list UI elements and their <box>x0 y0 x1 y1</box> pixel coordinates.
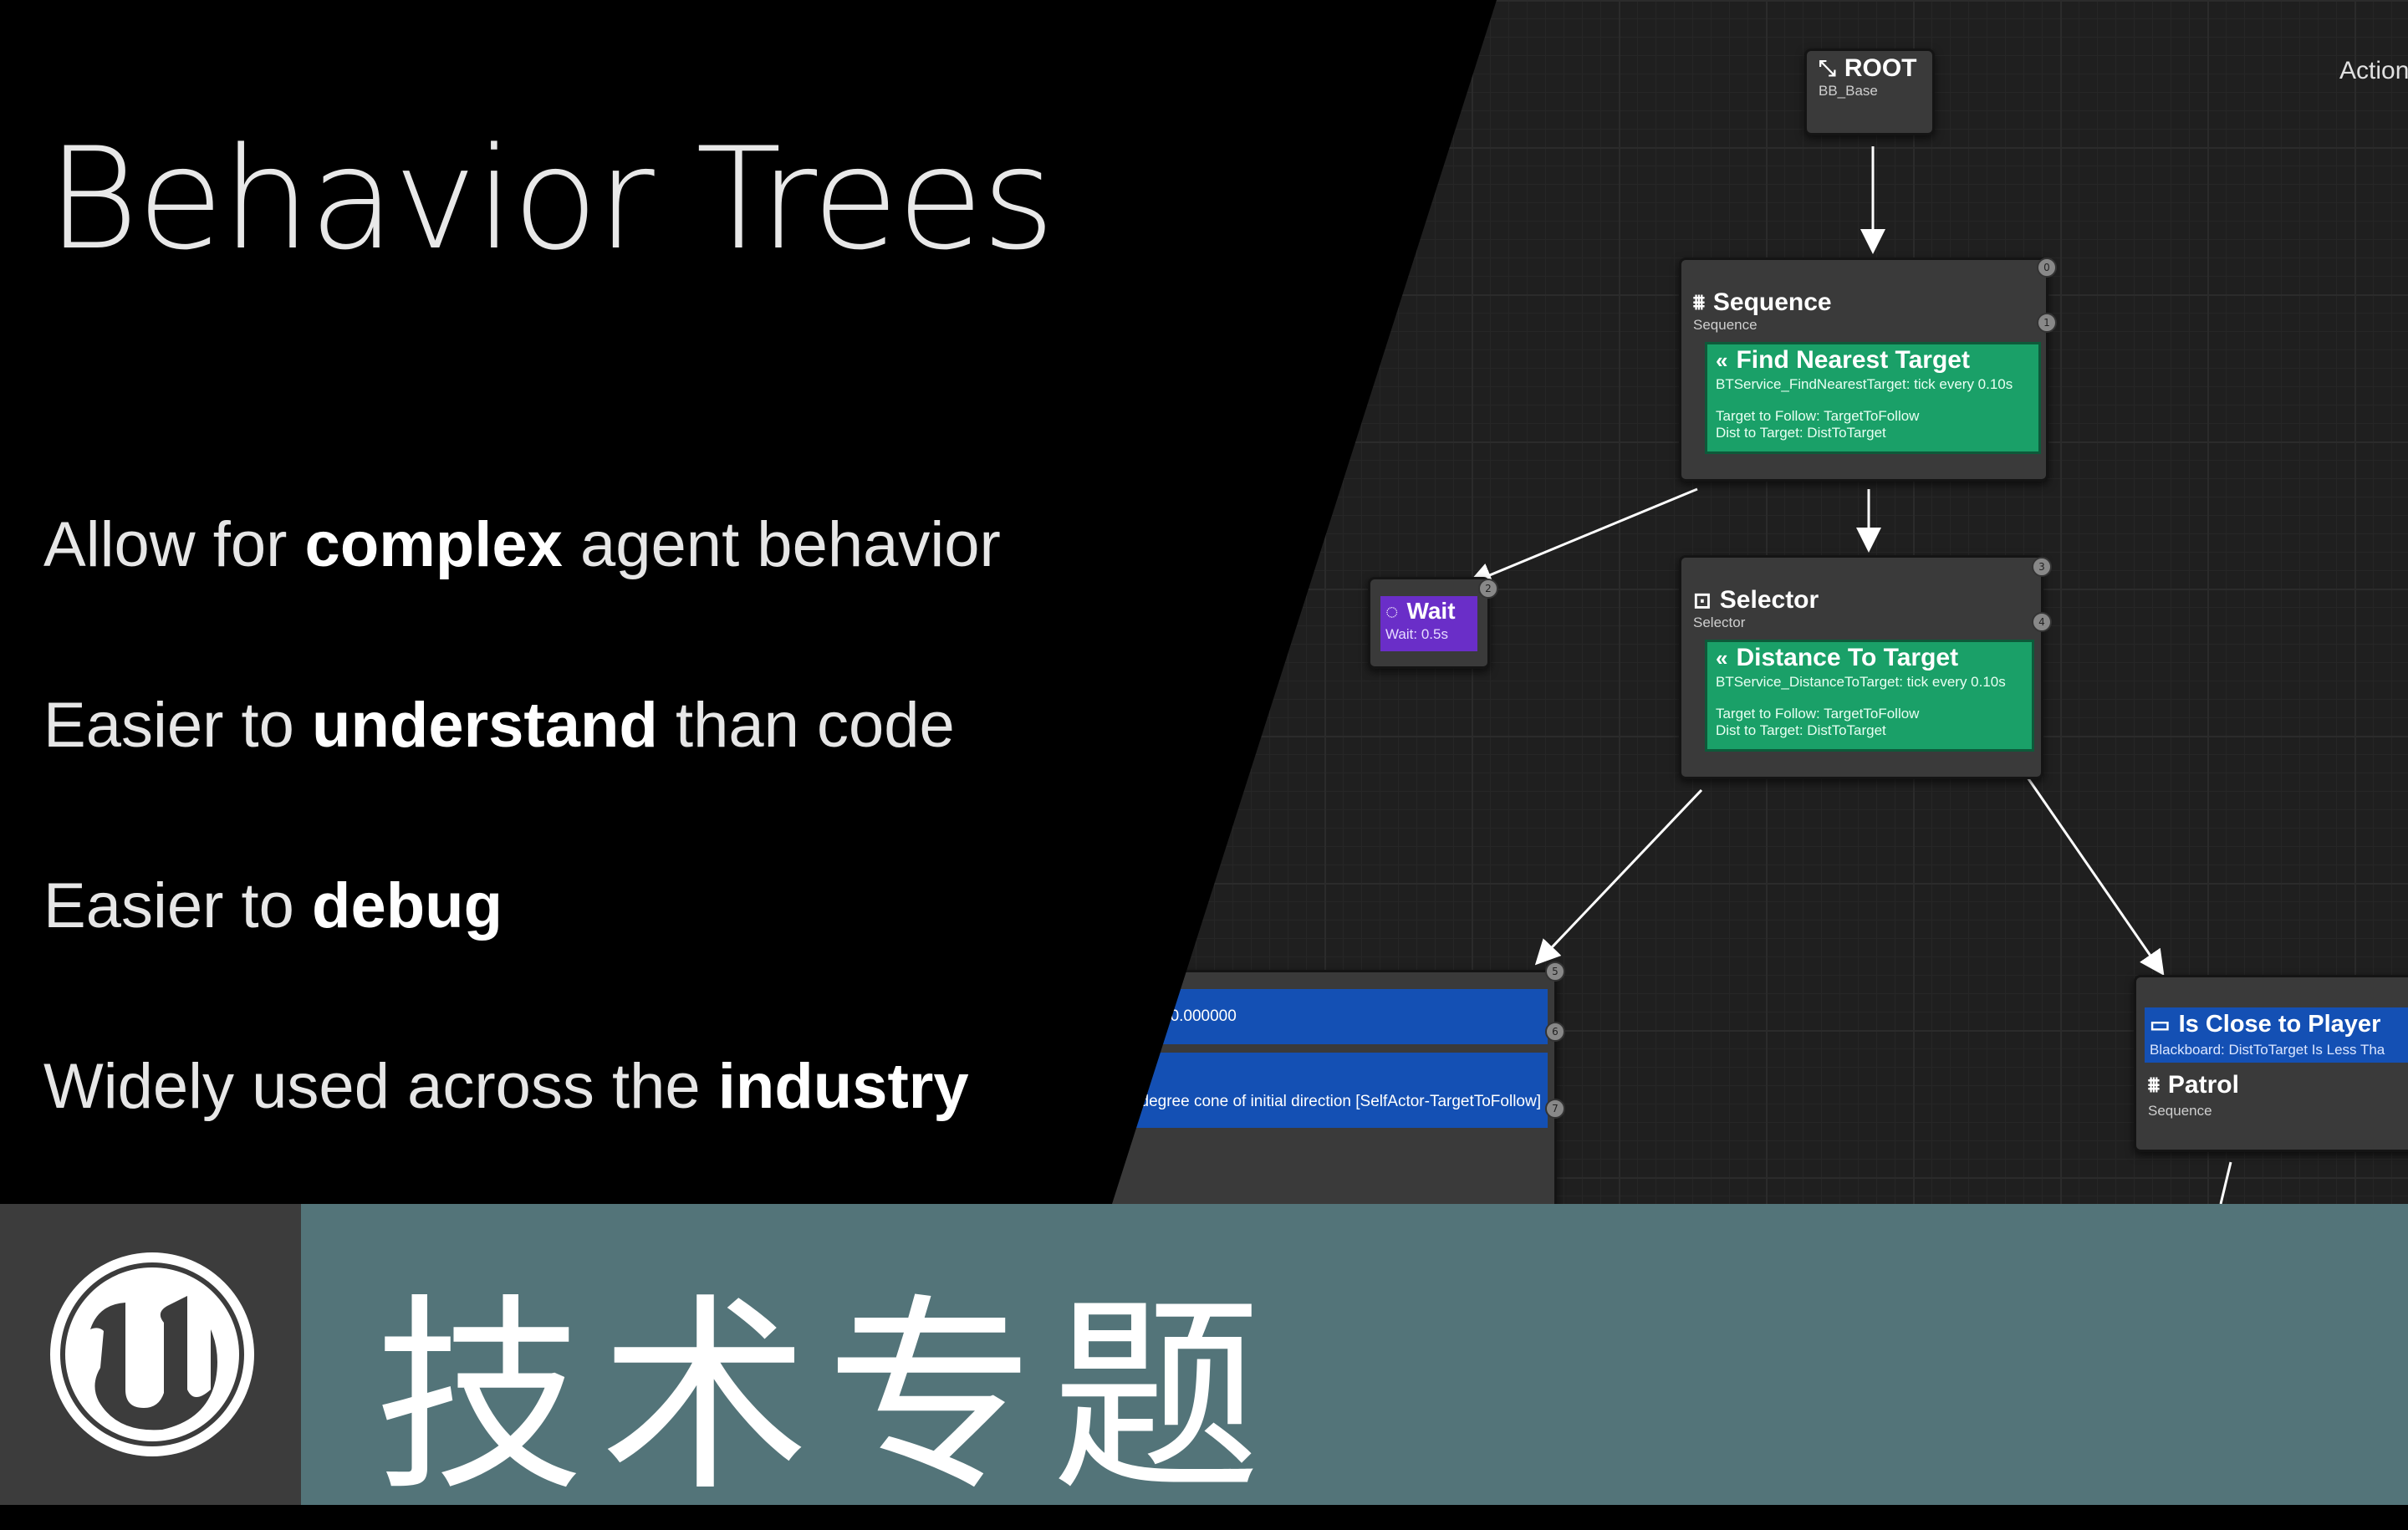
wait-node[interactable]: ◌ Wait Wait: 0.5s <box>1368 577 1490 669</box>
service1-title: Find Nearest Target <box>1736 346 1970 374</box>
slide-title: Behavior Trees <box>47 117 1055 281</box>
logo-box <box>0 1204 301 1505</box>
sequence-node[interactable]: ⩩ Sequence Sequence « Find Nearest Target … <box>1679 258 2048 482</box>
root-title: ROOT <box>1844 54 1917 82</box>
banner-bar <box>0 1204 2408 1505</box>
selector-node[interactable]: ⊡ Selector Selector « Distance To Target B… <box>1679 555 2043 779</box>
wait-icon: ◌ <box>1385 598 1399 624</box>
service2-line3: Dist to Target: DistToTarget <box>1716 722 1886 738</box>
banner-title: 技术专题 <box>375 1276 1278 1519</box>
pin-2: 2 <box>1478 579 1498 599</box>
slide-panel: Behavior Trees Allow for complex agent b… <box>0 0 1497 1204</box>
graph-connections <box>1467 146 2232 1204</box>
pin-7: 7 <box>1545 1099 1565 1119</box>
wait-subtitle: Wait: 0.5s <box>1385 626 1448 642</box>
pin-0: 0 <box>2037 258 2057 278</box>
pin-4: 4 <box>2032 612 2052 632</box>
selector-title: Selector <box>1719 586 1819 614</box>
pin-5: 5 <box>1545 961 1565 982</box>
service1-line1: BTService_FindNearestTarget: tick every … <box>1716 376 2013 392</box>
bullet-4: Widely used across the industry <box>43 1051 969 1122</box>
patrol-node[interactable]: ▭ Is Close to Player Blackboard: DistToTa… <box>2134 975 2408 1152</box>
patrol-subtitle: Sequence <box>2148 1103 2212 1119</box>
selector-subtitle: Selector <box>1693 615 1746 630</box>
edge-selector-isclose <box>2026 777 2165 976</box>
root-node[interactable]: ⤡ ROOT BB_Base <box>1804 48 1935 135</box>
top-right-label: Action <box>2339 57 2408 84</box>
patrol-title: Patrol <box>2167 1071 2239 1099</box>
distance-to-target-service[interactable]: « Distance To Target BTService_DistanceTo… <box>1705 640 2034 752</box>
find-nearest-target-service[interactable]: « Find Nearest Target BTService_FindNeare… <box>1705 342 2041 454</box>
service-icon: « <box>1716 645 1728 671</box>
left-node-line1: 00.000000 <box>1161 1007 1237 1025</box>
service1-line3: Dist to Target: DistToTarget <box>1716 425 1886 441</box>
edge-sequence-wait <box>1467 487 1698 587</box>
service2-line1: BTService_DistanceToTarget: tick every 0… <box>1716 674 2006 690</box>
service1-line2: Target to Follow: TargetToFollow <box>1716 408 1920 424</box>
sequence-icon: ⩩ <box>2148 1072 2160 1097</box>
wait-title: Wait <box>1406 598 1456 624</box>
bullet-2: Easier to understand than code <box>43 690 955 761</box>
selector-icon: ⊡ <box>1693 587 1712 613</box>
pin-6: 6 <box>1545 1022 1565 1042</box>
service2-line2: Target to Follow: TargetToFollow <box>1716 706 1920 722</box>
service-icon: « <box>1716 347 1728 373</box>
root-subtitle: BB_Base <box>1819 83 1878 99</box>
sequence-title: Sequence <box>1712 288 1832 316</box>
bullet-1: Allow for complex agent behavior <box>43 509 1001 580</box>
edge-selector-left <box>1534 788 1703 966</box>
service2-title: Distance To Target <box>1736 644 1959 671</box>
blackboard-icon: ▭ <box>2150 1012 2171 1037</box>
left-node-line2: degree cone of initial direction [SelfAc… <box>1140 1093 1541 1110</box>
is-close-subtitle: Blackboard: DistToTarget Is Less Tha <box>2150 1042 2385 1058</box>
edge-patrol-down <box>2219 1161 2232 1204</box>
sequence-icon: ⩩ <box>1693 289 1705 314</box>
pin-1: 1 <box>2037 313 2057 333</box>
is-close-decorator[interactable]: ▭ Is Close to Player Blackboard: DistToTa… <box>2145 1007 2408 1063</box>
pin-3: 3 <box>2032 557 2052 577</box>
sequence-subtitle: Sequence <box>1693 317 1758 333</box>
root-icon: ⤡ <box>1819 55 1836 80</box>
bullet-3: Easier to debug <box>43 870 503 941</box>
is-close-title: Is Close to Player <box>2178 1011 2381 1038</box>
unreal-logo-icon <box>50 1252 254 1456</box>
